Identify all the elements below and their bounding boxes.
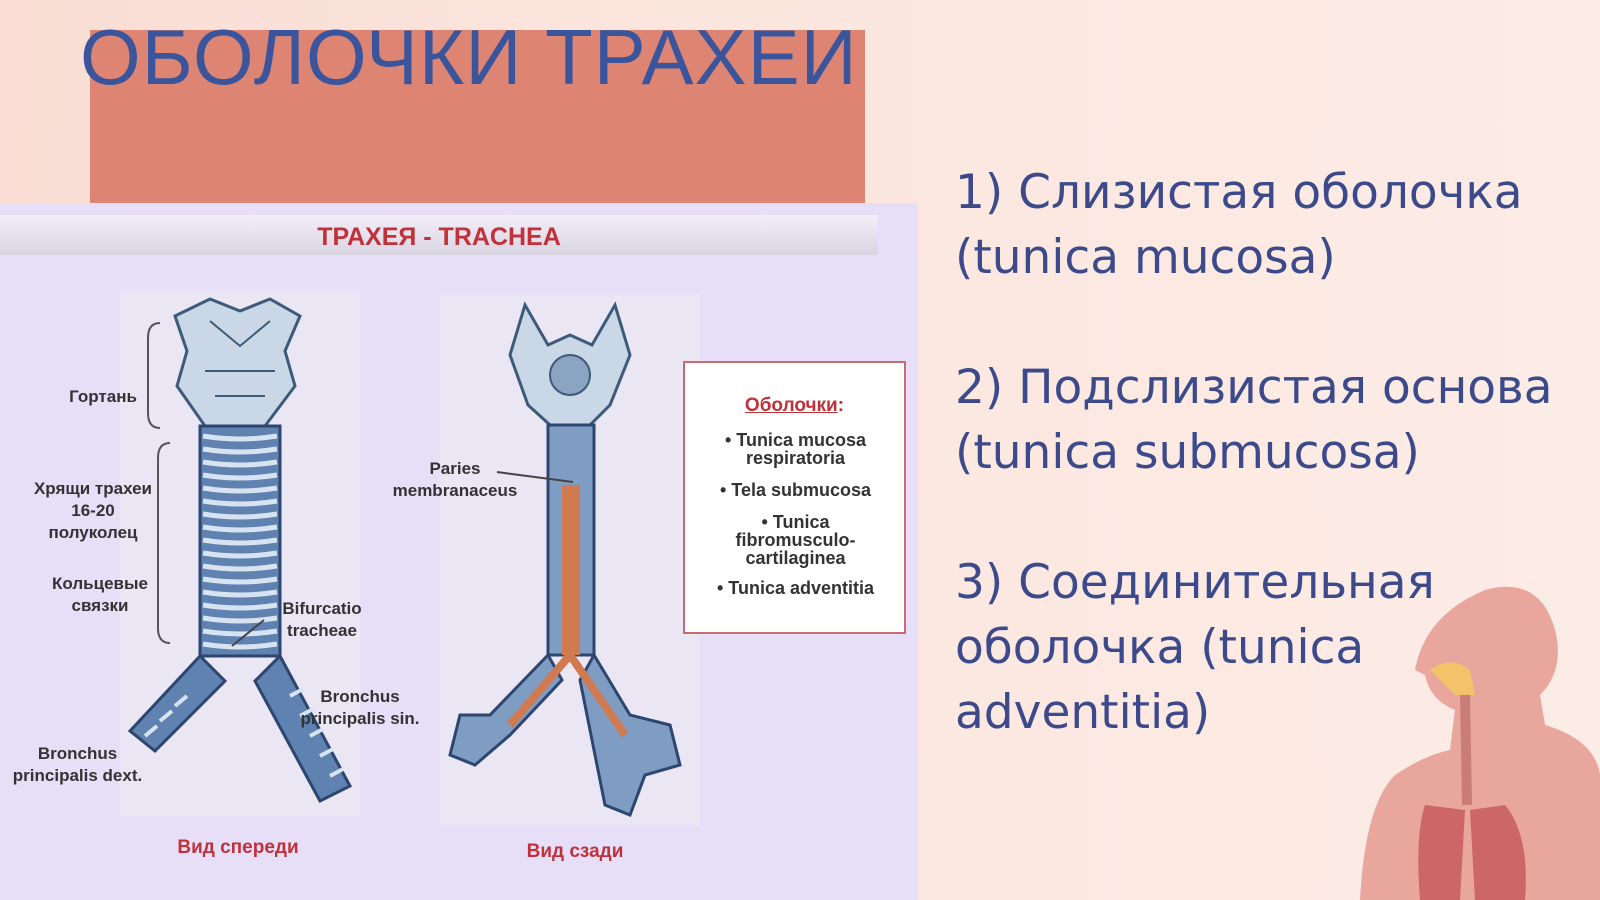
- trachea-back-view-illustration: [440, 295, 700, 825]
- label-bronchus-sinister: Bronchus principalis sin.: [300, 687, 420, 728]
- legend-item: • Tunica fibromusculo- cartilaginea: [735, 512, 856, 568]
- label-larynx: Гортань: [69, 387, 137, 406]
- trachea-front-view-illustration: [120, 291, 360, 816]
- cartilage-ring: [202, 433, 278, 442]
- respiratory-system-silhouette: [1360, 586, 1600, 900]
- cartilage-ring: [202, 628, 278, 637]
- legend-item: • Tunica adventitia: [717, 578, 874, 598]
- label-bronchus-dexter: Bronchus principalis dext.: [12, 744, 143, 785]
- legend-item: • Tunica mucosa respiratoria: [724, 430, 866, 468]
- cartilage-ring: [202, 498, 278, 507]
- cartilage-ring: [202, 524, 278, 533]
- membranes-legend-box: Оболочки: • Tunica mucosa respiratoria •…: [683, 361, 906, 634]
- slide-title: ОБОЛОЧКИ ТРАХЕИ: [80, 13, 858, 101]
- membranes-list: 1) Слизистая оболочка (tunica mucosa) 2)…: [955, 160, 1595, 810]
- cartilage-ring: [202, 472, 278, 481]
- cartilage-ring: [202, 537, 278, 546]
- cartilage-ring: [202, 602, 278, 611]
- bifurcation-pointer-line: [231, 619, 265, 647]
- cartilage-ring: [202, 563, 278, 572]
- legend-item: • Tela submucosa: [719, 480, 871, 500]
- list-item: 3) Соединительная оболочка (tunica adven…: [955, 555, 1435, 740]
- front-view-brackets: [147, 322, 171, 644]
- trachea-figure-panel: ТРАХЕЯ - TRACHEA Г: [0, 203, 918, 900]
- caption-back-view: Вид сзади: [526, 841, 624, 862]
- cartilage-ring: [202, 485, 278, 494]
- cartilage-ring: [202, 550, 278, 559]
- list-item: 2) Подслизистая основа (tunica submucosa…: [955, 360, 1553, 480]
- cartilage-ring: [202, 576, 278, 585]
- legend-title: Оболочки:: [744, 395, 845, 416]
- cartilage-ring: [202, 615, 278, 624]
- label-tracheal-cartilages: Хрящи трахеи 16-20 полуколец: [33, 479, 153, 542]
- cartilage-ring: [202, 459, 278, 468]
- cartilage-ring: [202, 511, 278, 520]
- figure-header-bar: [0, 215, 878, 255]
- figure-title: ТРАХЕЯ - TRACHEA: [317, 223, 561, 251]
- cartilage-ring: [202, 446, 278, 455]
- label-bifurcation: Bifurcatio tracheae: [282, 599, 362, 640]
- cartilage-ring: [202, 589, 278, 598]
- caption-front-view: Вид спереди: [177, 837, 299, 858]
- label-paries-membranaceus: Paries membranaceus: [392, 459, 518, 500]
- cartilage-ring: [202, 641, 278, 650]
- title-accent-block: [90, 30, 865, 205]
- list-item: 1) Слизистая оболочка (tunica mucosa): [955, 165, 1523, 285]
- label-annular-ligaments: Кольцевые связки: [52, 574, 148, 615]
- paries-pointer-line: [496, 471, 574, 483]
